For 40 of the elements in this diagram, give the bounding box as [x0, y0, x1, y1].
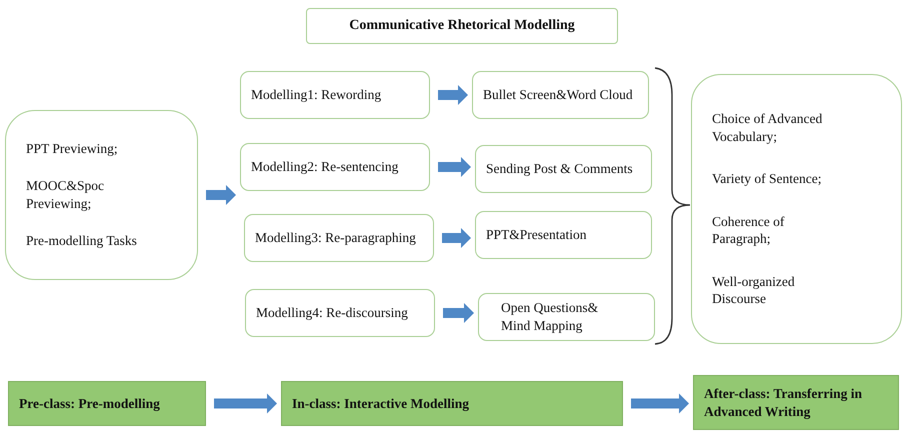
block-arrow: [438, 85, 468, 105]
box-text: Modelling1: Rewording: [251, 86, 382, 104]
stage-box: [693, 375, 899, 430]
block-arrow: [214, 394, 277, 414]
process-box: [5, 110, 198, 280]
box-text: Coherence of Paragraph;: [712, 212, 786, 248]
box-text: Sending Post & Comments: [486, 160, 633, 178]
block-arrow: [206, 185, 236, 205]
box-text: PPT Previewing;: [26, 140, 118, 158]
process-box: [472, 71, 649, 119]
process-box: [240, 143, 430, 191]
title-box: [306, 8, 618, 44]
box-text: After-class: Transferring in Advanced Writing: [704, 384, 863, 420]
process-box: [244, 214, 434, 262]
process-box: [691, 74, 902, 344]
process-box: [475, 145, 652, 193]
box-text: Pre-modelling Tasks: [26, 232, 137, 250]
box-text: Well-organized Discourse: [712, 272, 796, 308]
box-text: Bullet Screen&Word Cloud: [483, 86, 633, 104]
process-box: [245, 289, 435, 337]
box-text: Pre-class: Pre-modelling: [19, 394, 160, 412]
box-text: In-class: Interactive Modelling: [292, 394, 469, 412]
block-arrow: [443, 303, 474, 323]
process-box: [475, 211, 652, 259]
box-text: Modelling4: Re-discoursing: [256, 304, 408, 322]
block-arrow: [631, 394, 689, 414]
box-text: PPT&Presentation: [486, 226, 586, 244]
block-arrow: [442, 228, 471, 248]
box-text: Modelling2: Re-sentencing: [251, 158, 398, 176]
process-box: [240, 71, 430, 119]
box-text: Modelling3: Re-paragraphing: [255, 229, 416, 247]
box-text: MOOC&Spoc Previewing;: [26, 177, 106, 213]
heading-label: Communicative Rhetorical Modelling: [349, 16, 575, 35]
stage-box: [8, 381, 206, 426]
box-text: Choice of Advanced Vocabulary;: [712, 110, 824, 146]
box-text: Open Questions& Mind Mapping: [501, 299, 600, 335]
stage-box: [281, 381, 623, 426]
box-text: Variety of Sentence;: [712, 170, 822, 188]
block-arrow: [438, 157, 471, 177]
process-box: [478, 293, 655, 341]
